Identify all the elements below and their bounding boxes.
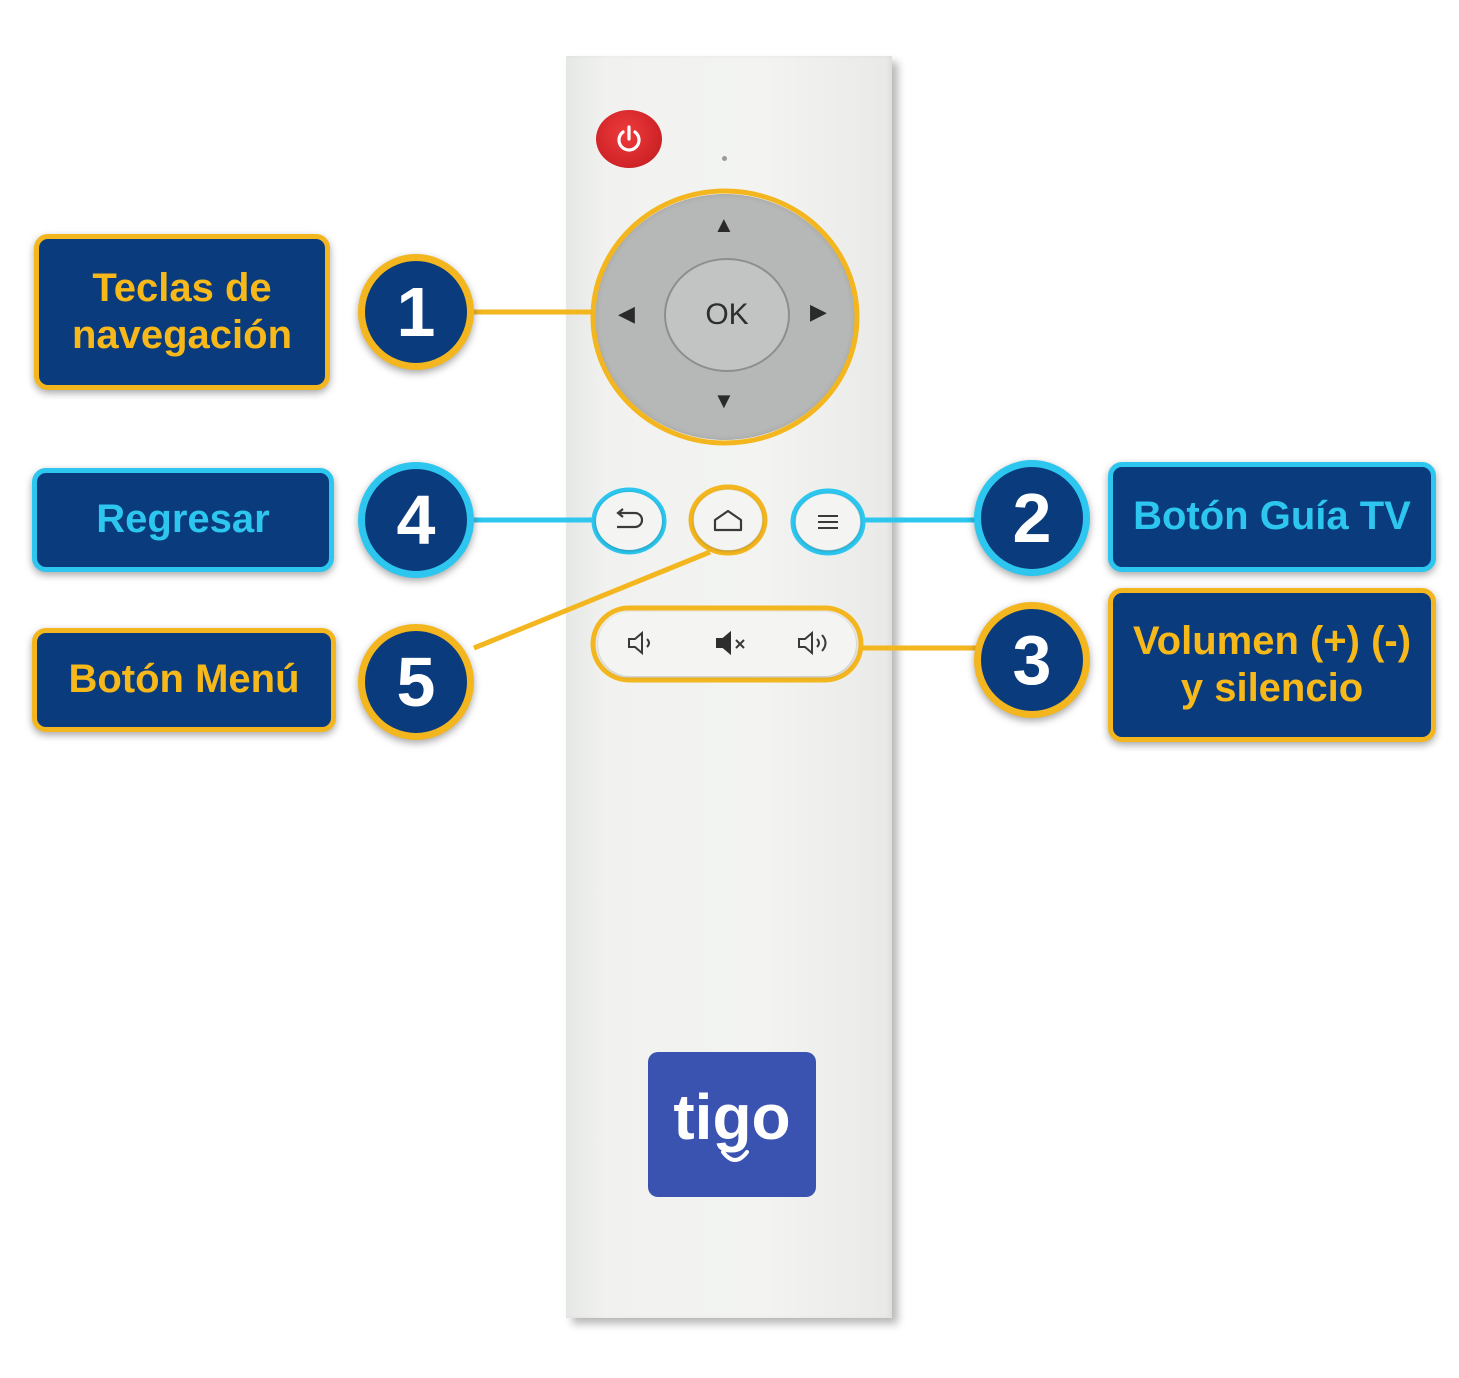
callout-tv-guide: Botón Guía TV — [1108, 462, 1436, 572]
badge-5: 5 — [358, 624, 474, 740]
ok-label: OK — [705, 298, 749, 331]
arrow-left-icon[interactable]: ◀ — [618, 301, 635, 326]
badge-1: 1 — [358, 254, 474, 370]
brand-name: tigo — [673, 1080, 791, 1153]
menu-button[interactable] — [796, 494, 860, 550]
callout-text-line: y silencio — [1180, 666, 1364, 710]
callout-text-line: Regresar — [96, 497, 270, 542]
back-button[interactable] — [596, 492, 662, 550]
badge-3: 3 — [974, 602, 1090, 718]
badge-4: 4 — [358, 462, 474, 578]
power-icon — [617, 125, 641, 152]
callout-text-line: Teclas de — [92, 265, 272, 310]
volume-bar — [598, 612, 856, 676]
home-button[interactable] — [694, 490, 762, 550]
menu-lines-icon — [818, 515, 838, 529]
arrow-right-icon[interactable]: ▶ — [810, 299, 827, 324]
badge-number: 1 — [396, 273, 436, 351]
badge-number: 4 — [396, 481, 436, 559]
badge-number: 5 — [396, 643, 436, 721]
power-button[interactable] — [596, 110, 662, 168]
callout-back: Regresar — [32, 468, 334, 572]
back-arrow-icon — [616, 508, 644, 529]
brand-logo: tigo — [648, 1052, 816, 1197]
mute-icon[interactable] — [714, 630, 750, 656]
badge-2: 2 — [974, 460, 1090, 576]
callout-volume-mute: Volumen (+) (-) y silencio — [1108, 588, 1436, 742]
brand-smile-icon — [721, 1150, 749, 1162]
callout-text-line: Botón Guía TV — [1133, 494, 1411, 539]
ok-button[interactable]: OK — [664, 258, 790, 372]
volume-down-icon[interactable] — [626, 630, 660, 656]
callout-navigation-keys: Teclas de navegación — [34, 234, 330, 390]
arrow-up-icon[interactable]: ▲ — [713, 212, 735, 237]
status-led — [722, 156, 727, 161]
badge-number: 2 — [1012, 479, 1052, 557]
callout-text-line: navegación — [71, 313, 293, 357]
home-icon — [713, 509, 743, 532]
badge-number: 3 — [1012, 621, 1052, 699]
arrow-down-icon[interactable]: ▼ — [713, 388, 735, 413]
callout-text-line: Volumen (+) (-) — [1132, 618, 1412, 663]
callout-menu-button: Botón Menú — [32, 628, 336, 732]
volume-up-icon[interactable] — [796, 630, 834, 656]
callout-text-line: Botón Menú — [68, 657, 300, 702]
